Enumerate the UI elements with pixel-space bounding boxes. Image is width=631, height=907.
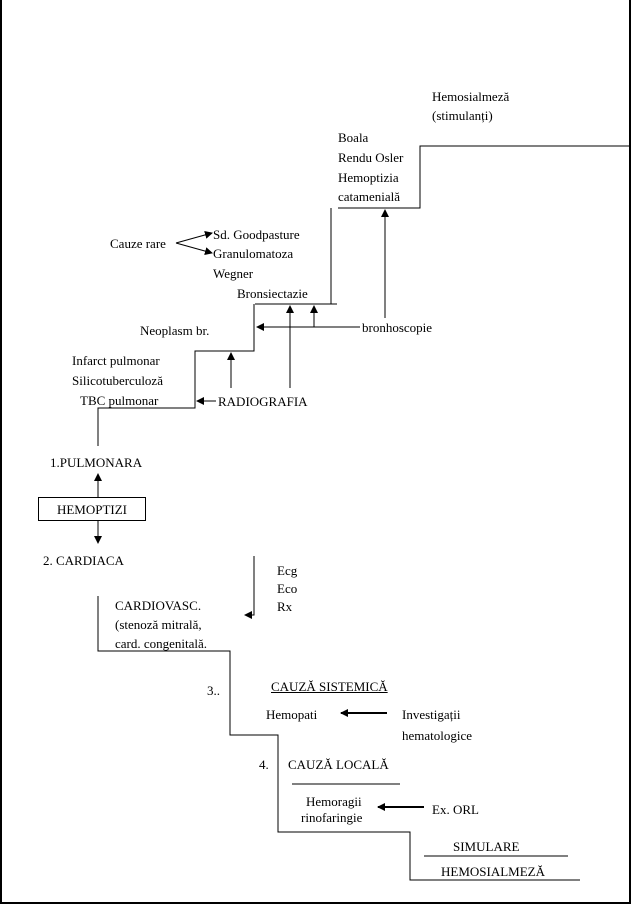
neoplasm-label: Neoplasm br. — [140, 323, 210, 338]
arrow-cauze-granulomatoza — [175, 242, 213, 255]
hemoragii-label: rinofaringie — [301, 810, 363, 825]
ex-orl-label: Ex. ORL — [432, 802, 479, 817]
hemosialmeza-label: Hemosialmeză — [432, 89, 510, 104]
rare-top-line: Boala — [338, 130, 369, 145]
hemopati-label: Hemopati — [266, 707, 318, 722]
sistemica-title: CAUZĂ SISTEMICĂ — [271, 679, 388, 694]
hemoragii-label: Hemoragii — [306, 794, 362, 809]
hemoptizi-box: HEMOPTIZI — [38, 497, 146, 521]
cardiaca-label: 2. CARDIACA — [43, 553, 124, 568]
rare-top-line: Hemoptizia — [338, 170, 399, 185]
rare-top-line: Rendu Osler — [338, 150, 404, 165]
cardio-test: Eco — [277, 581, 298, 596]
locala-title: CAUZĂ LOCALĂ — [288, 757, 389, 772]
bronhoscopie-label: bronhoscopie — [362, 320, 433, 335]
investigatii-label: Investigații — [402, 707, 461, 722]
staircase-lower — [97, 596, 580, 881]
hemosialmeza-bottom-label: HEMOSIALMEZĂ — [441, 864, 545, 879]
arrow-cauze-goodpasture — [175, 231, 213, 244]
rare-top-line: catamenială — [338, 189, 401, 204]
cardio-test: Ecg — [277, 563, 298, 578]
pulmonary-cause: TBC pulmonar — [80, 393, 159, 408]
cauze-rare-item: Wegner — [213, 266, 254, 281]
stimulanti-label: (stimulanți) — [432, 108, 493, 123]
cardio-line: (stenoză mitrală, — [115, 617, 202, 632]
cauze-rare-label: Cauze rare — [110, 236, 166, 251]
pulmonara-label: 1.PULMONARA — [50, 455, 143, 470]
locala-number: 4. — [259, 757, 269, 772]
sistemica-number: 3.. — [207, 683, 220, 698]
investigatii-label: hematologice — [402, 728, 473, 743]
cardio-line: CARDIOVASC. — [115, 598, 202, 613]
radiografia-label: RADIOGRAFIA — [218, 394, 308, 409]
cauze-rare-item: Granulomatoza — [213, 246, 294, 261]
arrow-tests-to-cardio — [244, 556, 255, 619]
simulare-label: SIMULARE — [453, 839, 520, 854]
cardio-line: card. congenitală. — [115, 636, 208, 651]
bronsiectazie-label: Bronsiectazie — [237, 286, 308, 301]
cauze-rare-item: Sd. Goodpasture — [213, 227, 300, 242]
staircase-upper — [97, 145, 629, 446]
cardio-test: Rx — [277, 599, 293, 614]
pulmonary-cause: Silicotuberculoză — [72, 373, 163, 388]
pulmonary-cause: Infarct pulmonar — [72, 353, 160, 368]
